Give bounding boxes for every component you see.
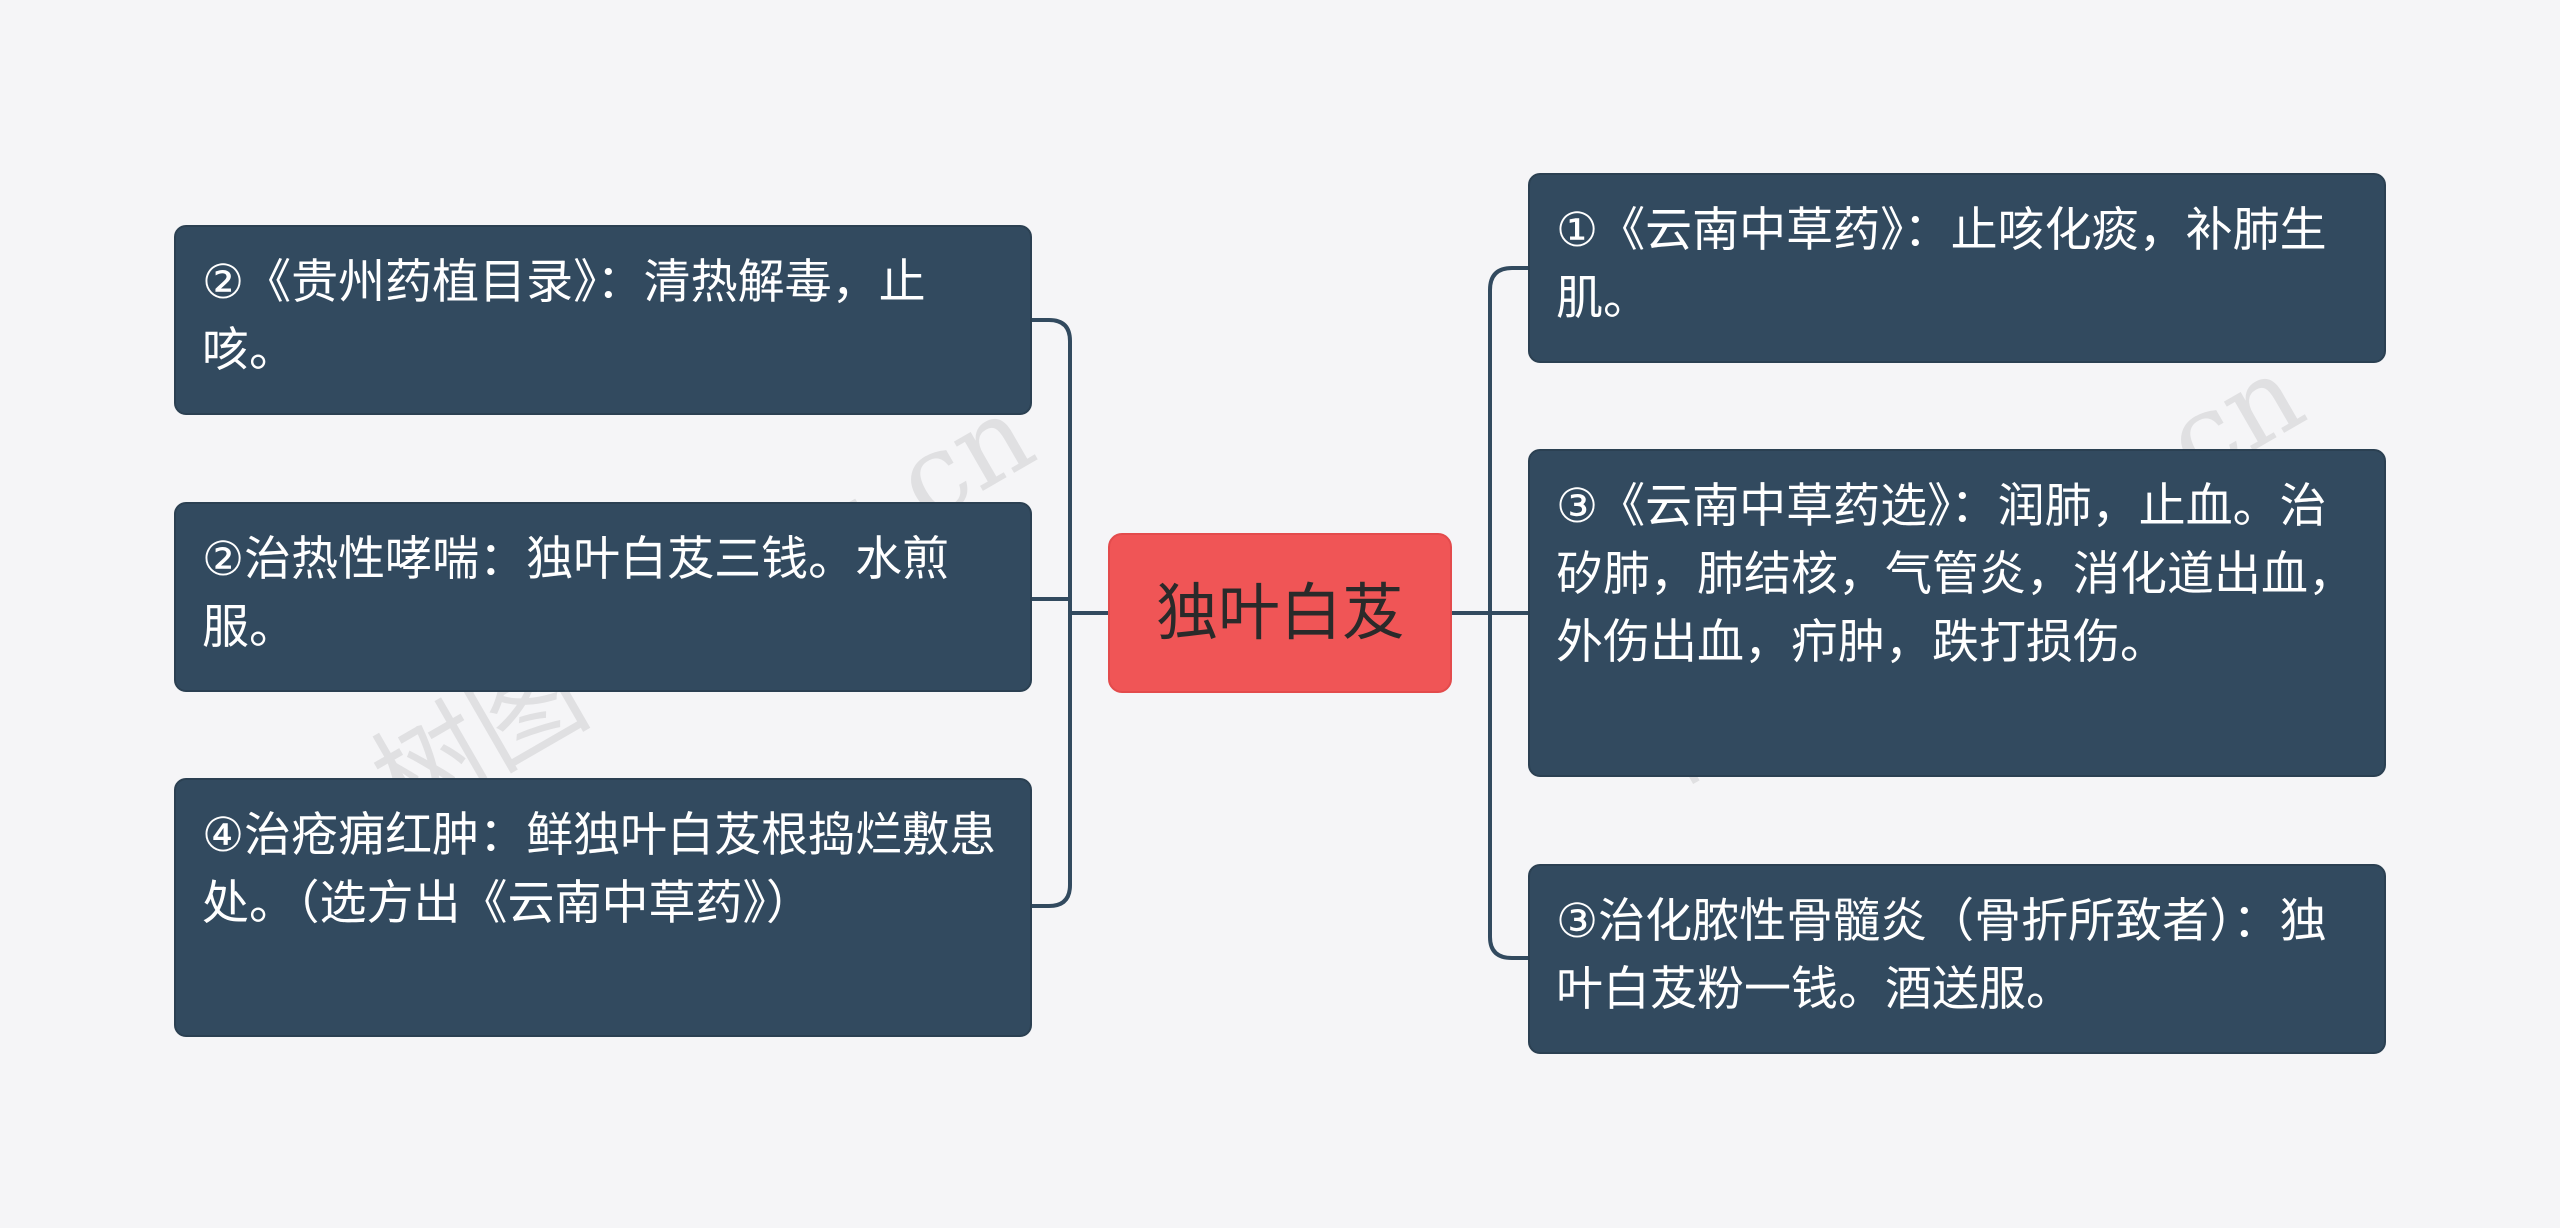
left-node-1-text: ②《贵州药植目录》：清热解毒，止咳。 (202, 255, 926, 378)
left-node-3-text: ④治疮痈红肿：鲜独叶白芨根捣烂敷患处。（选方出《云南中草药》） (202, 808, 997, 931)
right-node-3[interactable]: ③治化脓性骨髓炎（骨折所致者）：独叶白芨粉一钱。酒送服。 (1528, 864, 2386, 1054)
left-node-2[interactable]: ②治热性哮喘：独叶白芨三钱。水煎服。 (174, 502, 1032, 692)
central-topic[interactable]: 独叶白芨 (1108, 533, 1452, 693)
right-node-1[interactable]: ①《云南中草药》：止咳化痰，补肺生肌。 (1528, 173, 2386, 363)
right-node-3-text: ③治化脓性骨髓炎（骨折所致者）：独叶白芨粉一钱。酒送服。 (1556, 894, 2327, 1017)
right-node-2[interactable]: ③《云南中草药选》：润肺，止血。治矽肺，肺结核，气管炎，消化道出血，外伤出血，疖… (1528, 449, 2386, 777)
left-node-2-text: ②治热性哮喘：独叶白芨三钱。水煎服。 (202, 532, 950, 655)
left-node-1[interactable]: ②《贵州药植目录》：清热解毒，止咳。 (174, 225, 1032, 415)
central-topic-label: 独叶白芨 (1155, 576, 1404, 649)
right-node-1-text: ①《云南中草药》：止咳化痰，补肺生肌。 (1556, 203, 2327, 326)
left-node-3[interactable]: ④治疮痈红肿：鲜独叶白芨根捣烂敷患处。（选方出《云南中草药》） (174, 778, 1032, 1037)
connector-right-3 (1488, 936, 1528, 960)
right-node-2-text: ③《云南中草药选》：润肺，止血。治矽肺，肺结核，气管炎，消化道出血，外伤出血，疖… (1556, 479, 2355, 670)
connector-left-1 (1032, 318, 1072, 342)
connector-left-3 (1032, 884, 1072, 908)
connector-right-1 (1488, 266, 1528, 291)
